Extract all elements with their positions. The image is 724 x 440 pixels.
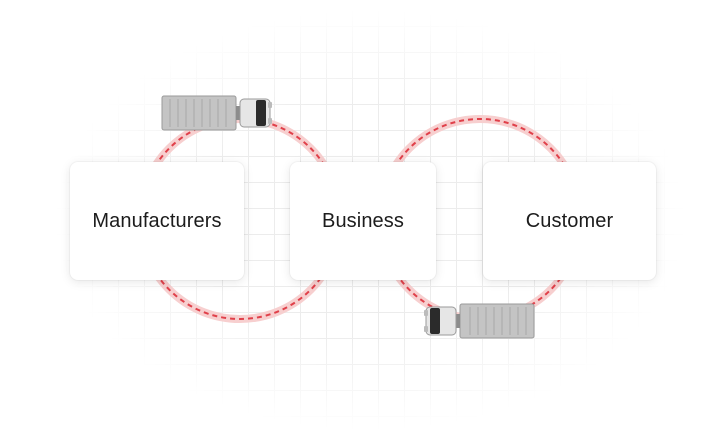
manufacturers-label: Manufacturers (92, 209, 222, 232)
manufacturers-node: Manufacturers (70, 162, 244, 280)
business-label: Business (322, 209, 404, 232)
truck-icon (161, 95, 272, 131)
customer-label: Customer (525, 209, 614, 232)
truck-icon (424, 303, 535, 339)
business-node: Business (290, 162, 436, 280)
customer-node: Customer (483, 162, 656, 280)
